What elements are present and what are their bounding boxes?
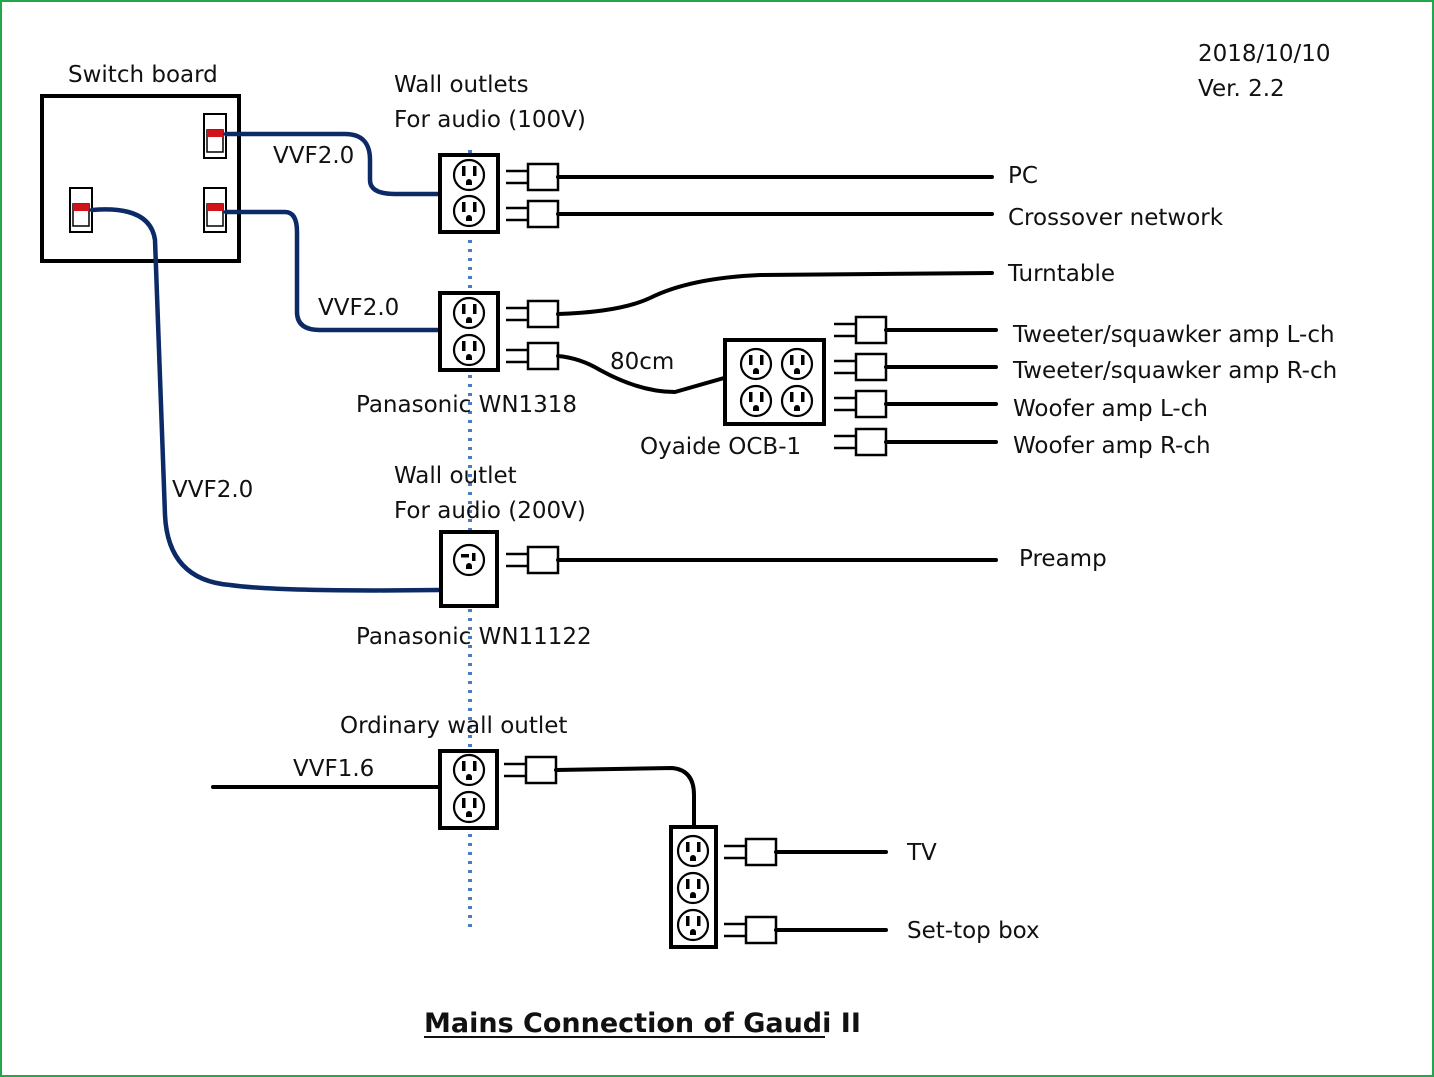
tweeter-l-label: Tweeter/squawker amp L-ch — [1012, 322, 1335, 348]
vvf-cable-left — [89, 207, 443, 593]
preamp-label: Preamp — [1019, 546, 1107, 572]
extension-cord — [556, 354, 726, 394]
power-strip-model: Oyaide OCB-1 — [640, 434, 801, 460]
duplex-receptacle-icon — [780, 384, 814, 418]
duplex-receptacle-icon — [452, 194, 486, 228]
plug-icon — [832, 389, 888, 419]
vvf-middle-label: VVF2.0 — [318, 295, 399, 321]
duplex-receptacle-icon — [452, 753, 486, 787]
plug-icon — [504, 199, 560, 229]
diagram-title: Mains Connection of Gaudi II — [424, 1008, 861, 1039]
pc-label: PC — [1008, 163, 1038, 189]
switch-board-label: Switch board — [68, 62, 218, 88]
duplex-receptacle-icon — [780, 347, 814, 381]
version-text: Ver. 2.2 — [1198, 76, 1285, 102]
outlet-200v-title-1: Wall outlet — [394, 463, 517, 489]
outlets-100v-model: Panasonic WN1318 — [356, 392, 577, 418]
extension-length-label: 80cm — [610, 349, 674, 375]
outlet-200v-title-2: For audio (200V) — [394, 498, 586, 524]
vvf-ordinary-label: VVF1.6 — [293, 756, 374, 782]
vvf-cable-upper — [223, 131, 443, 197]
plug-icon — [502, 755, 558, 785]
woofer-l-label: Woofer amp L-ch — [1013, 396, 1208, 422]
duplex-receptacle-icon — [739, 384, 773, 418]
outlets-100v-title-2: For audio (100V) — [394, 107, 586, 133]
date-text: 2018/10/10 — [1198, 41, 1331, 67]
duplex-receptacle-icon — [452, 790, 486, 824]
plug-icon — [832, 315, 888, 345]
settop-label: Set-top box — [907, 918, 1040, 944]
plug-icon — [504, 162, 560, 192]
plug-icon — [504, 341, 560, 371]
turntable-cord — [556, 271, 994, 316]
duplex-receptacle-icon — [676, 871, 710, 905]
tweeter-r-label: Tweeter/squawker amp R-ch — [1012, 358, 1337, 384]
ordinary-outlet-title: Ordinary wall outlet — [340, 713, 567, 739]
outlets-100v-title-1: Wall outlets — [394, 72, 529, 98]
breaker-switch-icon — [203, 113, 227, 159]
tv-label: TV — [906, 840, 937, 866]
plug-icon — [832, 427, 888, 457]
crossover-label: Crossover network — [1008, 205, 1224, 231]
vvf-left-label: VVF2.0 — [172, 477, 253, 503]
plug-icon — [722, 837, 778, 867]
outlet-200v-model: Panasonic WN11122 — [356, 624, 592, 650]
duplex-receptacle-icon — [452, 296, 486, 330]
duplex-receptacle-icon — [452, 333, 486, 367]
plug-icon — [722, 915, 778, 945]
200v-receptacle-icon — [452, 543, 486, 577]
turntable-label: Turntable — [1007, 261, 1115, 287]
woofer-r-label: Woofer amp R-ch — [1013, 433, 1211, 459]
vvf-cable-middle — [223, 209, 443, 333]
breaker-switch-icon — [69, 187, 93, 233]
duplex-receptacle-icon — [739, 347, 773, 381]
duplex-receptacle-icon — [676, 834, 710, 868]
plug-icon — [832, 352, 888, 382]
tap-cord — [554, 766, 696, 828]
vvf-upper-label: VVF2.0 — [273, 143, 354, 169]
breaker-switch-icon — [203, 187, 227, 233]
duplex-receptacle-icon — [676, 908, 710, 942]
plug-icon — [504, 545, 560, 575]
plug-icon — [504, 299, 560, 329]
duplex-receptacle-icon — [452, 158, 486, 192]
